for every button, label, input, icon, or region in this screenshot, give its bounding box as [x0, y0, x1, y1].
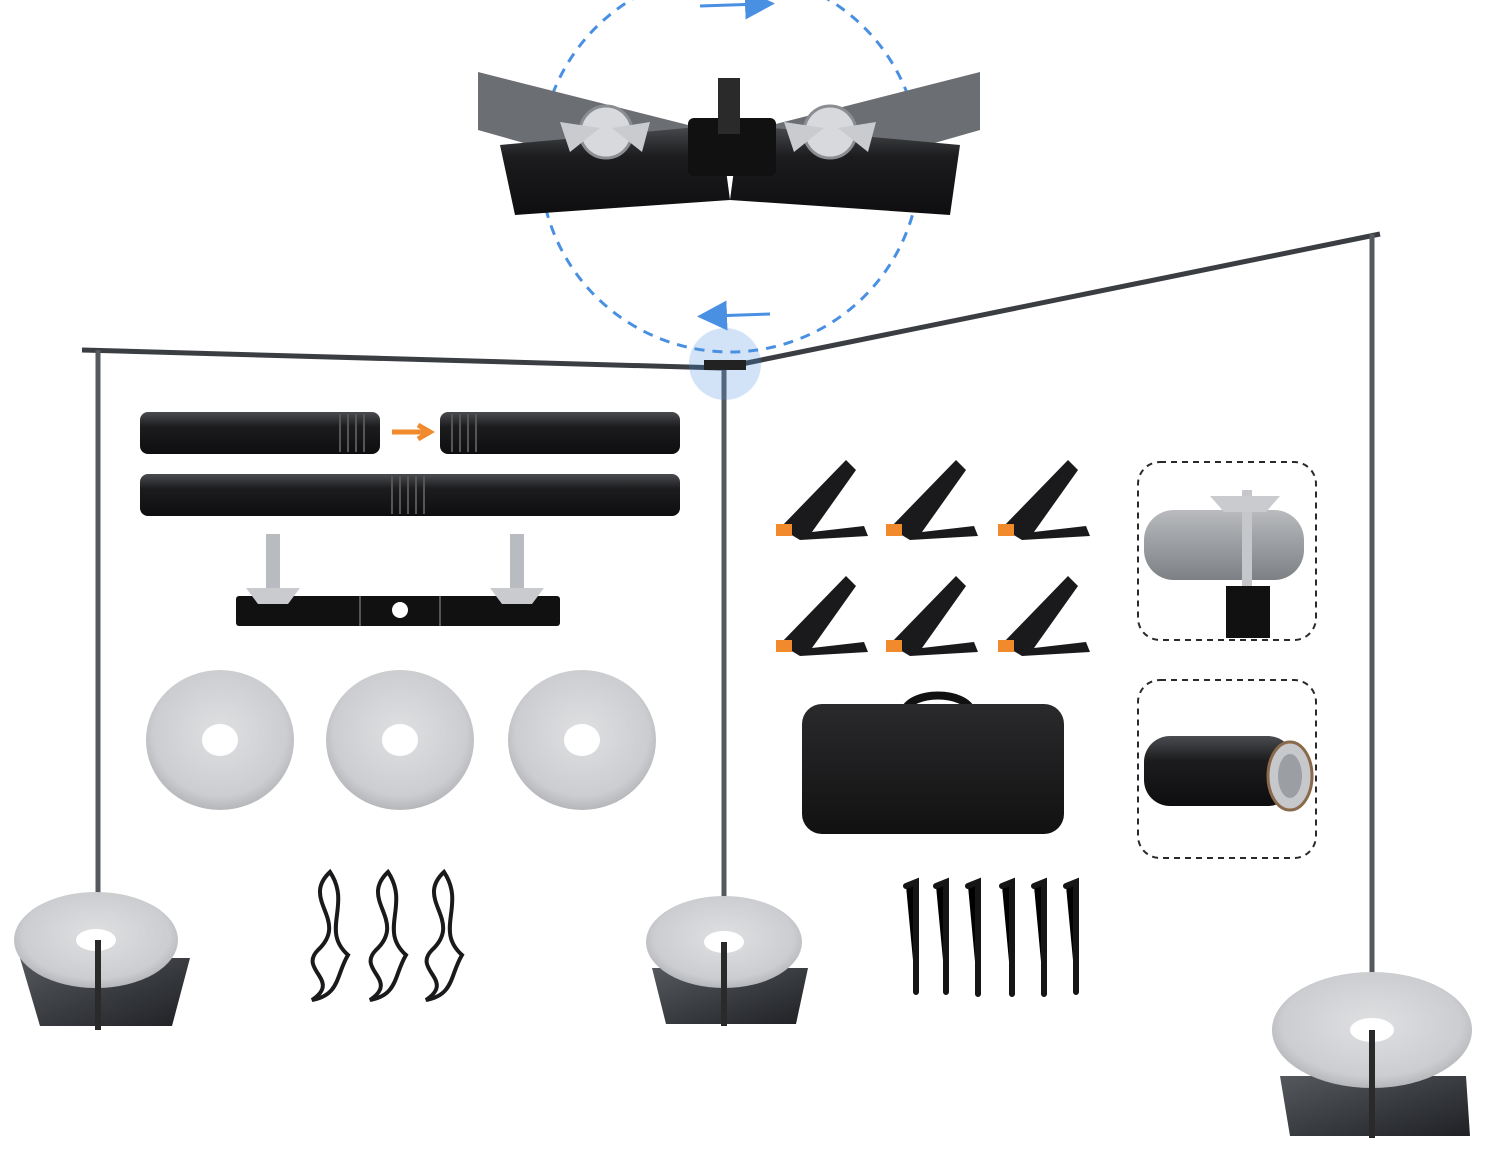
joint-bracket	[704, 360, 746, 370]
top-crossbar-left	[81, 347, 723, 371]
grey-pipe-detail	[1144, 510, 1304, 580]
carry-case	[802, 691, 1064, 834]
rope-bundle-1	[310, 868, 351, 1002]
joint-detail	[478, 0, 980, 354]
wing-bolt-right	[510, 534, 524, 592]
spring-clamp-2	[886, 460, 978, 540]
wing-bolt-left	[266, 534, 280, 592]
detail-box-clamp	[1137, 461, 1317, 641]
orange-arrow-icon	[392, 422, 435, 442]
base-right	[1272, 972, 1472, 1138]
ground-stake-4	[999, 877, 1015, 997]
center-bolt-detail	[718, 78, 740, 134]
connector-bracket	[236, 534, 560, 626]
ground-stakes	[903, 877, 1079, 997]
ground-stake-2	[933, 877, 949, 995]
tube-left-detail	[500, 125, 730, 215]
rotation-arrow-bottom	[697, 300, 771, 331]
spring-clamp-5	[886, 576, 978, 656]
spring-clamp-3	[998, 460, 1090, 540]
extension-tubes	[140, 412, 680, 516]
thread-male	[339, 414, 365, 452]
spare-sandbags	[146, 670, 656, 810]
tube-end-body	[1144, 736, 1294, 806]
top-crossbar-right	[721, 231, 1381, 371]
rotation-arrow-top	[699, 0, 775, 20]
detail-box-tube-end	[1137, 679, 1317, 859]
spring-clamp-4	[776, 576, 868, 656]
spring-clamp-6	[998, 576, 1090, 656]
tube-right-detail	[730, 125, 960, 215]
ground-stake-5	[1031, 877, 1047, 997]
tube-joined	[140, 474, 680, 516]
rope-bundles	[310, 868, 465, 1002]
ground-stake-1	[903, 877, 919, 995]
carry-case-body	[802, 704, 1064, 834]
tube-female	[440, 412, 680, 454]
ground-stake-3	[965, 877, 981, 997]
spring-clamps	[776, 460, 1090, 656]
spring-clamp-1	[776, 460, 868, 540]
base-left	[14, 892, 190, 1030]
rope-bundle-3	[424, 868, 465, 1002]
rope-bundle-2	[368, 868, 409, 1002]
ground-stake-6	[1063, 877, 1079, 995]
base-middle	[646, 896, 808, 1026]
center-bracket-detail	[688, 118, 776, 176]
tube-male	[140, 412, 380, 454]
